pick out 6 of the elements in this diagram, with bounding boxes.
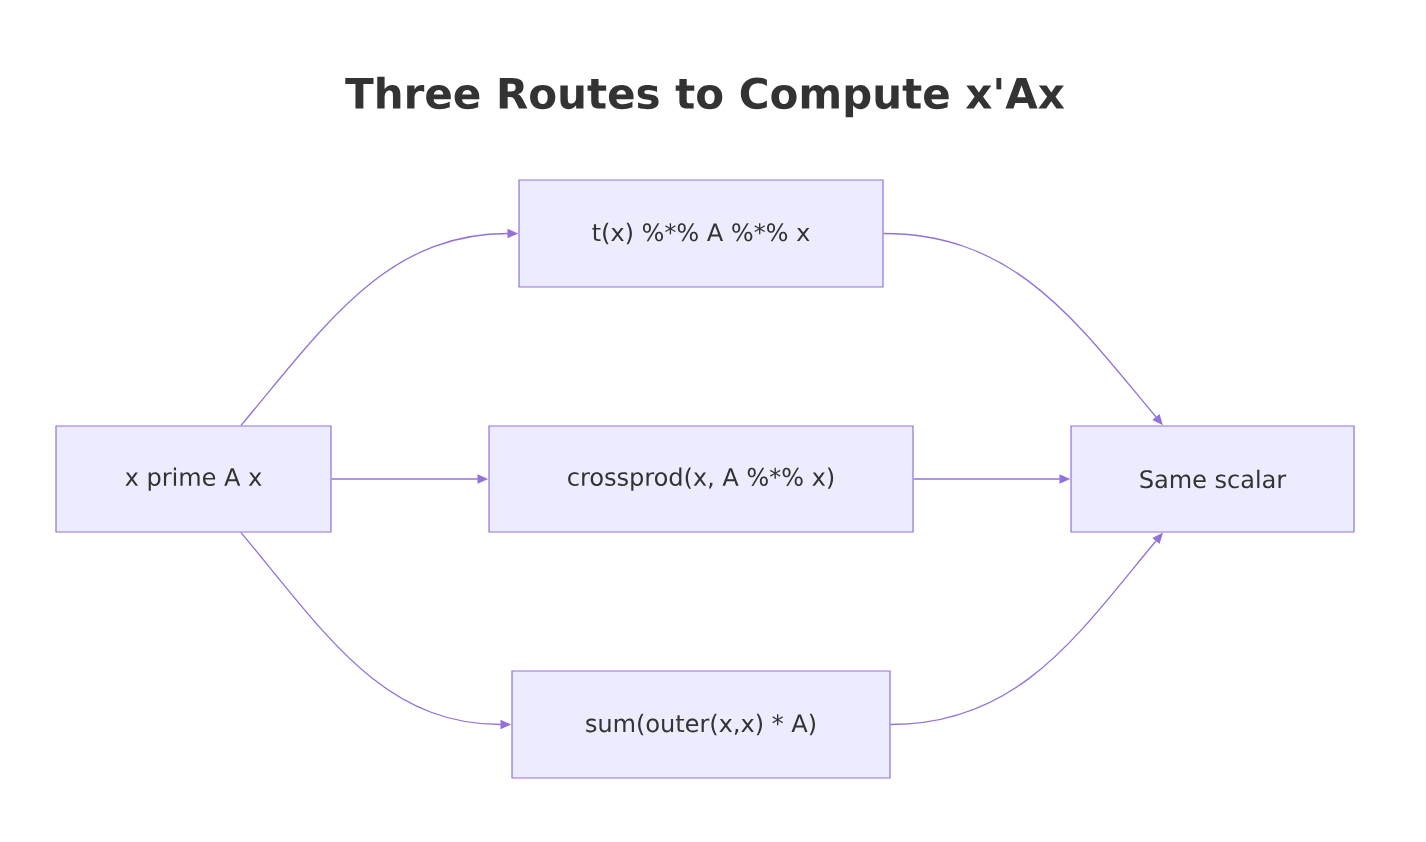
process-box: x prime A x bbox=[55, 425, 332, 533]
title: Three Routes to Compute x'Ax bbox=[345, 76, 1065, 118]
process-box: t(x) %*% A %*% x bbox=[518, 179, 884, 288]
process-box: sum(outer(x,x) * A) bbox=[511, 670, 891, 779]
process-box: crossprod(x, A %*% x) bbox=[488, 425, 914, 533]
process-box: Same scalar bbox=[1070, 425, 1355, 533]
